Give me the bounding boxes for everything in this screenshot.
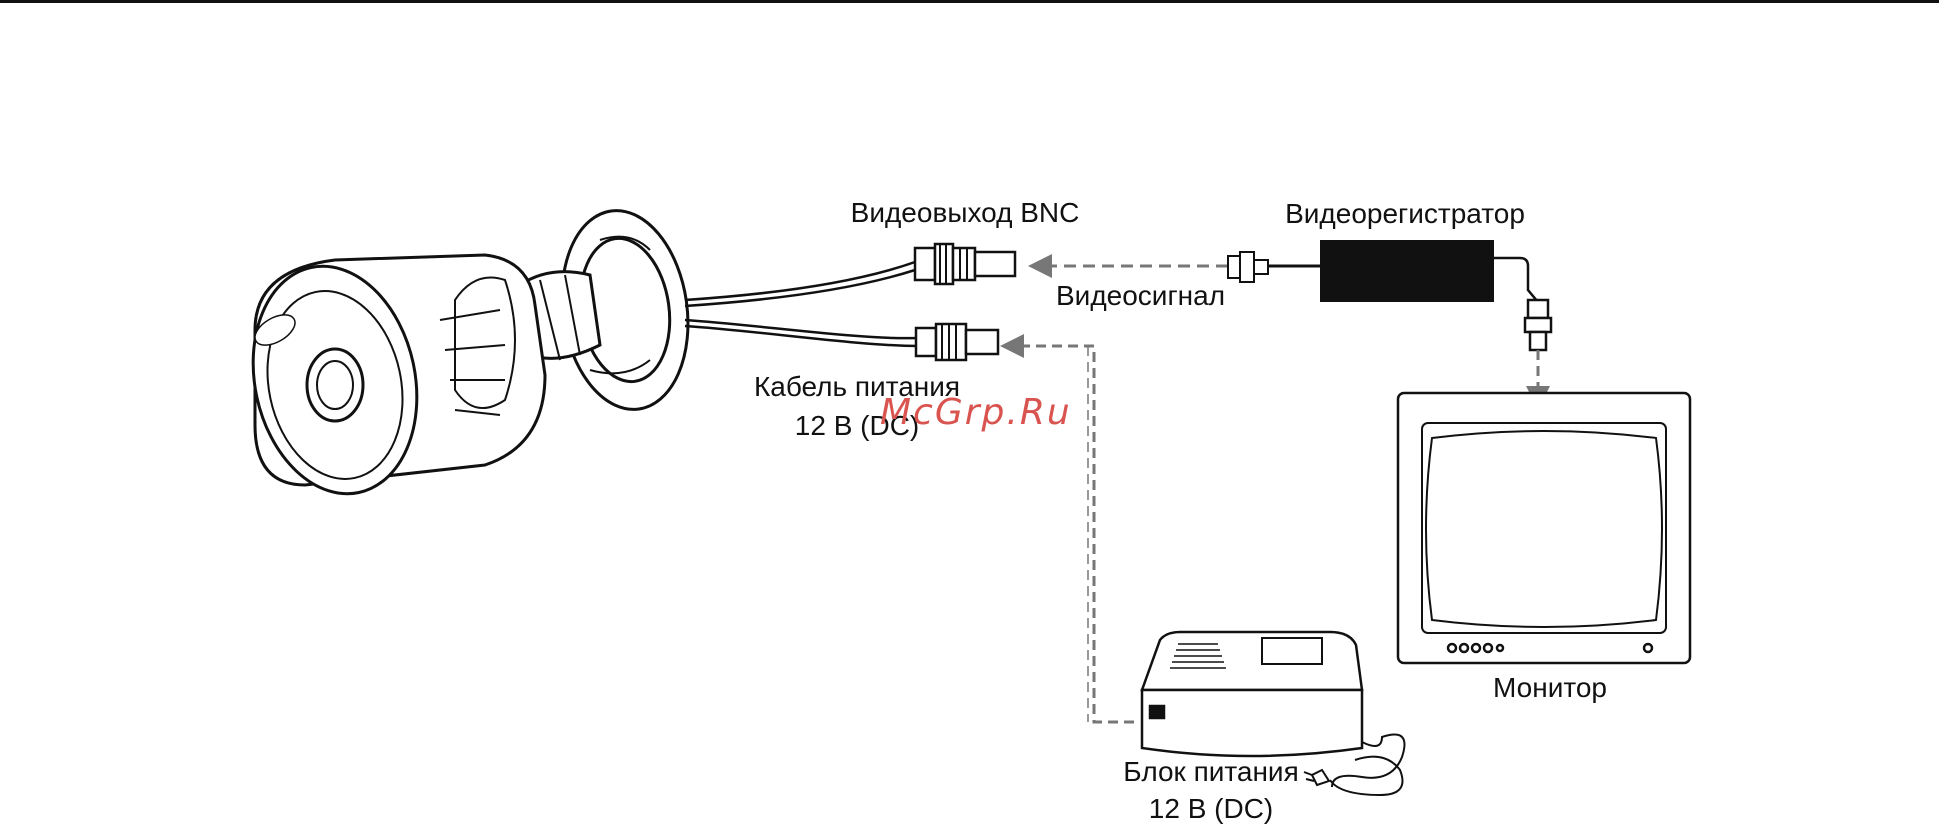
bnc-connector-icon — [913, 242, 1017, 286]
power-cable-label-line2: 12 В (DC) — [794, 410, 920, 441]
monitor-label: Монитор — [1493, 672, 1607, 703]
watermark-text: McGrp.Ru — [880, 392, 1072, 433]
psu-label-line1: Блок питания — [1123, 756, 1299, 787]
video-signal-label: Видеосигнал — [1056, 280, 1226, 311]
power-line-arrow — [1000, 334, 1134, 724]
dvr-bnc-plug-icon — [1227, 251, 1322, 283]
video-out-label: Видеовыход BNC — [850, 197, 1080, 228]
power-plug-icon — [1303, 733, 1406, 797]
bullet-camera-icon — [251, 209, 690, 496]
camera-cables — [684, 260, 919, 348]
power-adapter-icon — [1140, 630, 1364, 758]
psu-label-line2: 12 В (DC) — [1148, 793, 1274, 824]
dvr-box-icon — [1320, 240, 1494, 302]
dvr-monitor-cable — [1494, 256, 1553, 352]
power-cable-label-line1: Кабель питания — [753, 371, 961, 402]
dvr-label: Видеорегистратор — [1285, 198, 1525, 229]
top-border — [0, 0, 1939, 3]
dc-connector-icon — [914, 322, 1000, 362]
crt-monitor-icon — [1396, 391, 1692, 665]
